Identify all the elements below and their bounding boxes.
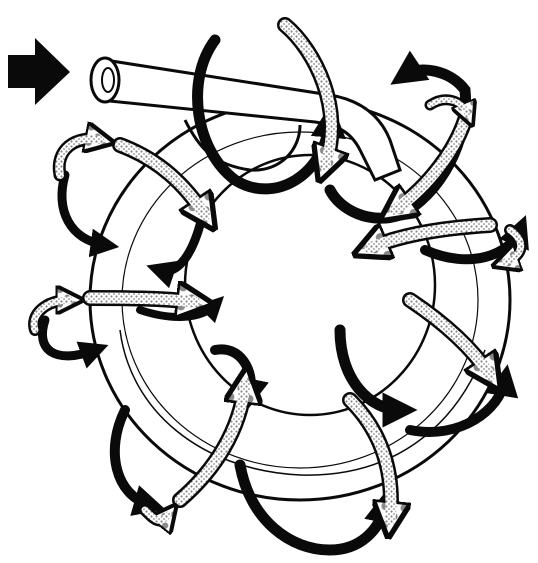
circulation-arrow-icon [430, 100, 468, 115]
vortex-arrow-icon [160, 225, 200, 271]
vortex-arrow-icon [42, 320, 95, 356]
vortex-arrow-icon [240, 465, 385, 550]
circulation-arrow-icon [59, 139, 100, 175]
vortex-arrow-icon [115, 410, 150, 505]
vortex-arrow-icon [62, 175, 105, 245]
inlet-tube-bore [102, 68, 114, 92]
torus-inner-edge [185, 155, 435, 415]
torus-lower-contour [120, 330, 485, 475]
circulation-arrow-icon [90, 298, 195, 302]
inlet-arrow-icon [8, 38, 70, 105]
circulation-arrow-icon [34, 300, 70, 330]
vortex-arrow-icon [410, 380, 505, 432]
circulation-arrow-icon [145, 510, 168, 520]
inlet-tube [91, 58, 400, 180]
